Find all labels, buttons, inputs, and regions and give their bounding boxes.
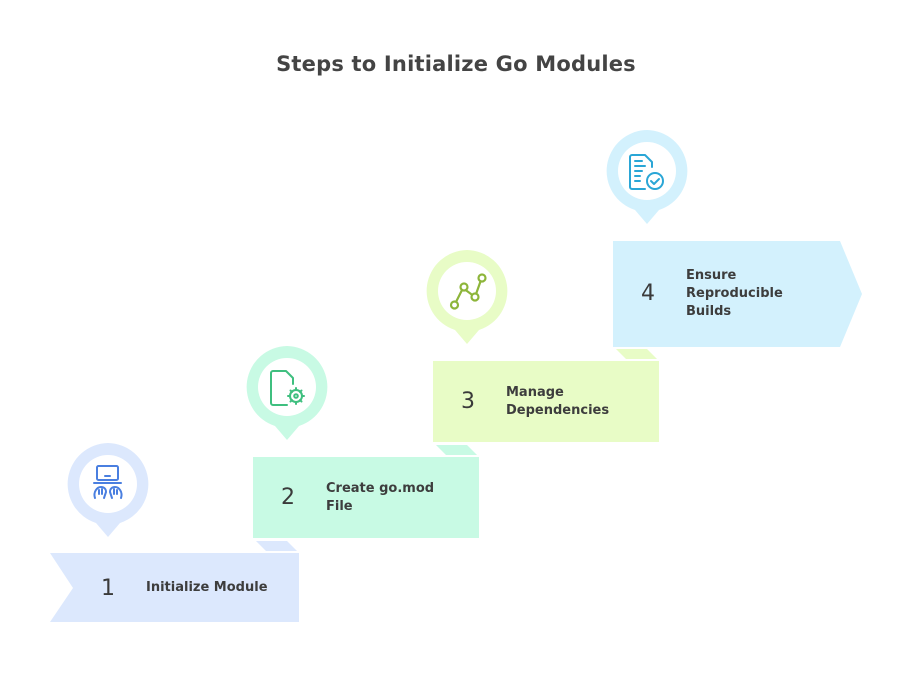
step-3-block[interactable] <box>433 361 659 442</box>
step-4-pin <box>606 130 688 224</box>
step-4-label-line: Reproducible <box>686 286 783 301</box>
step-3-label-line: Dependencies <box>506 403 610 418</box>
connector-tab-1-2 <box>256 541 297 551</box>
step-1-pin <box>67 443 149 537</box>
step-1-block[interactable] <box>50 553 299 622</box>
line-graph-nodes-icon <box>449 273 487 310</box>
step-2-number: 2 <box>281 485 295 510</box>
step-2-label-line: File <box>326 499 353 514</box>
step-1-label-line: Initialize Module <box>146 580 268 595</box>
step-4-label: Ensure Reproducible Builds <box>686 267 783 321</box>
document-check-icon <box>629 154 664 190</box>
step-3-label: Manage Dependencies <box>506 384 609 420</box>
step-3-pin <box>426 250 508 344</box>
step-2-pin-center <box>258 358 316 416</box>
step-4-pin-center <box>618 142 676 200</box>
step-1-number: 1 <box>101 576 115 601</box>
step-1-label: Initialize Module <box>146 579 268 597</box>
diagram-title: Steps to Initialize Go Modules <box>276 52 636 76</box>
file-settings-icon <box>270 370 305 406</box>
laptop-typing-icon <box>93 465 123 499</box>
step-2-block[interactable] <box>253 457 479 538</box>
step-2-pin <box>246 346 328 440</box>
step-4-label-line: Builds <box>686 304 732 319</box>
step-4-number: 4 <box>641 281 655 306</box>
step-4-label-line: Ensure <box>686 268 737 283</box>
step-3-number: 3 <box>461 389 475 414</box>
step-2-label: Create go.mod File <box>326 480 434 516</box>
step-3-label-line: Manage <box>506 385 564 400</box>
connector-tab-2-3 <box>436 445 477 455</box>
step-2-label-line: Create go.mod <box>326 481 435 496</box>
step-4-block[interactable] <box>613 241 862 347</box>
connector-tab-3-4 <box>616 349 657 359</box>
